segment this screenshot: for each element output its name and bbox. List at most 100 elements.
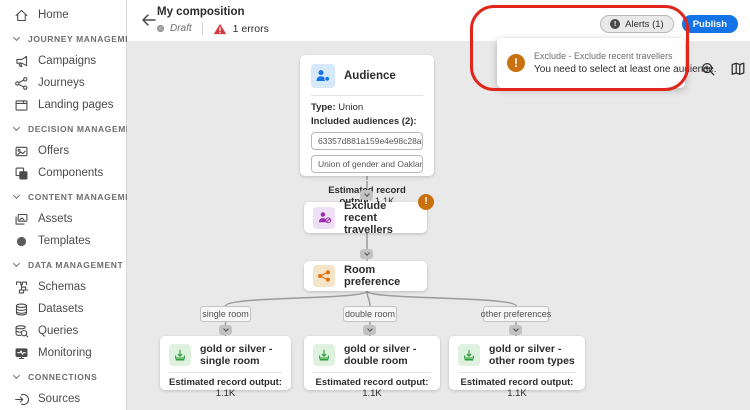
monitoring-icon [12, 344, 30, 362]
sidebar-item-components[interactable]: Components [0, 162, 126, 184]
record-output-label: Estimated record output: [315, 377, 429, 388]
sidebar-item-assets[interactable]: Assets [0, 208, 126, 230]
audience-chip[interactable]: Union of gender and Oakland s... [311, 155, 423, 173]
error-triangle-icon [213, 23, 226, 34]
divider [201, 22, 203, 35]
chevron-down-icon [363, 250, 370, 256]
node-audience[interactable]: Audience Type: Union Included audiences … [300, 55, 434, 207]
zoom-in-icon[interactable] [698, 60, 718, 80]
sidebar-section-connections[interactable]: CONNECTIONS [0, 366, 126, 388]
sidebar-item-label: Sources [38, 393, 81, 405]
node-title: gold or silver - other room types [489, 343, 575, 367]
sources-icon [12, 390, 30, 408]
main-area: My composition Draft 1 errors ! Alerts (… [127, 0, 750, 410]
node-save-audience-double[interactable]: gold or silver - double room Estimated r… [304, 336, 440, 399]
alert-popup-message: You need to select at least one audience… [534, 64, 717, 75]
sidebar-item-label: Offers [38, 145, 70, 157]
included-audiences-label: Included audiences (2): [311, 116, 417, 127]
browser-window-icon [12, 96, 30, 114]
sidebar-item-sources[interactable]: Sources [0, 388, 126, 410]
composition-canvas[interactable]: Audience Type: Union Included audiences … [127, 41, 750, 410]
error-count-label: 1 errors [232, 22, 269, 35]
chevron-down-icon [12, 123, 21, 132]
alert-circle-icon: ! [610, 19, 621, 29]
save-audience-icon [169, 344, 191, 366]
datasets-icon [12, 300, 30, 318]
assets-icon [12, 210, 30, 228]
sidebar-item-label: Journeys [38, 77, 85, 89]
sidebar-item-offers[interactable]: Offers [0, 140, 126, 162]
record-output-label: Estimated record output: [460, 377, 574, 388]
audience-icon [311, 64, 335, 88]
node-save-audience-single[interactable]: gold or silver - single room Estimated r… [160, 336, 291, 399]
chevron-down-icon [366, 326, 373, 332]
node-exclude[interactable]: Exclude recent travellers ! [304, 194, 434, 236]
record-output-value: 1.1K [507, 388, 527, 399]
sidebar-item-monitoring[interactable]: Monitoring [0, 342, 126, 364]
sidebar-item-label: Components [38, 167, 104, 179]
sidebar-item-journeys[interactable]: Journeys [0, 72, 126, 94]
record-output-value: 1.1K [375, 196, 395, 207]
sidebar-item-schemas[interactable]: Schemas [0, 276, 126, 298]
sidebar-section-label: JOURNEY MANAGEMENT [28, 34, 144, 44]
sidebar-section-decision-management[interactable]: DECISION MANAGEMENT [0, 118, 144, 140]
node-title: Audience [344, 70, 396, 82]
sidebar-item-landing-pages[interactable]: Landing pages [0, 94, 126, 116]
sidebar-section-label: DECISION MANAGEMENT [28, 124, 145, 134]
sidebar-item-label: Queries [38, 325, 79, 337]
record-output-label: Estimated record output: [169, 377, 282, 388]
sidebar-section-label: DATA MANAGEMENT [28, 260, 124, 270]
warning-circle-icon: ! [507, 54, 525, 72]
alert-popup-title: Exclude - Exclude recent travellers [534, 51, 673, 61]
collapse-edge-toggle[interactable] [363, 325, 376, 335]
sidebar-section-content-management[interactable]: CONTENT MANAGEMENT [0, 186, 144, 208]
sidebar-item-queries[interactable]: Queries [0, 320, 126, 342]
sidebar-item-label: Monitoring [38, 347, 92, 359]
audience-chip[interactable]: 63357d881a159e4e98c28af6_16... [311, 132, 423, 150]
branch-label-single-room: single room [200, 306, 251, 322]
alert-popup[interactable]: ! Exclude - Exclude recent travellers Yo… [497, 38, 717, 88]
chevron-down-icon [222, 326, 229, 332]
alerts-button-label: Alerts (1) [625, 18, 664, 30]
sidebar-section-journey-management[interactable]: JOURNEY MANAGEMENT [0, 28, 143, 50]
sidebar-item-label: Campaigns [38, 55, 97, 67]
map-icon[interactable] [728, 60, 748, 80]
offers-icon [12, 142, 30, 160]
publish-button[interactable]: Publish [681, 15, 738, 33]
record-output-value: 1.1K [215, 388, 236, 399]
sidebar-section-label: CONNECTIONS [28, 372, 98, 382]
alerts-button[interactable]: ! Alerts (1) [600, 15, 674, 33]
save-audience-icon [458, 344, 480, 366]
sidebar-section-label: CONTENT MANAGEMENT [28, 192, 145, 202]
collapse-edge-toggle[interactable] [509, 325, 522, 335]
sidebar-section-data-management[interactable]: DATA MANAGEMENT [0, 254, 126, 276]
sidebar-item-label: Datasets [38, 303, 84, 315]
sidebar-item-datasets[interactable]: Datasets [0, 298, 126, 320]
sidebar-item-campaigns[interactable]: Campaigns [0, 50, 126, 72]
type-value: Union [338, 102, 364, 113]
collapse-edge-toggle[interactable] [219, 325, 232, 335]
collapse-edge-toggle[interactable] [360, 190, 373, 200]
schemas-icon [12, 278, 30, 296]
queries-icon [12, 322, 30, 340]
node-title: gold or silver - single room [200, 343, 273, 367]
branch-label-double-room: double room [343, 306, 397, 322]
split-icon [313, 265, 335, 287]
branch-label-other-preferences: other preferences [481, 306, 551, 322]
collapse-edge-toggle[interactable] [360, 249, 373, 259]
megaphone-icon [12, 52, 30, 70]
chevron-down-icon [12, 371, 21, 380]
sidebar-item-label: Assets [38, 213, 73, 225]
sidebar-item-templates[interactable]: Templates [0, 230, 126, 252]
back-button[interactable] [139, 12, 159, 30]
chevron-down-icon [363, 191, 370, 197]
warning-badge: ! [418, 194, 434, 210]
node-save-audience-other[interactable]: gold or silver - other room types Estima… [449, 336, 585, 399]
node-title: Exclude recent travellers [344, 199, 393, 236]
chevron-down-icon [12, 33, 21, 42]
chevron-down-icon [12, 259, 21, 268]
topbar: My composition Draft 1 errors ! Alerts (… [127, 0, 750, 41]
sidebar-item-home[interactable]: Home [0, 4, 126, 26]
node-room-preference[interactable]: Room preference [304, 261, 427, 291]
